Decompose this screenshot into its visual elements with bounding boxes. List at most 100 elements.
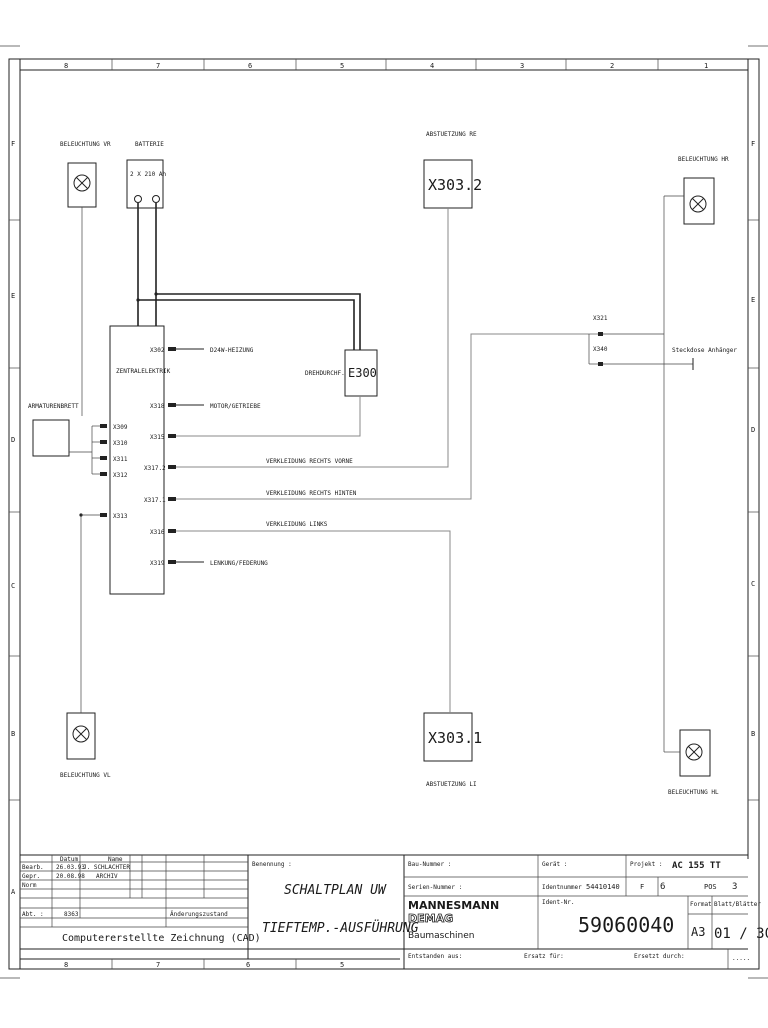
tb-col-datum: Datum xyxy=(60,856,78,863)
circuit-steering: LENKUNG/FEDERUNG xyxy=(210,560,268,567)
battery-label: BATTERIE xyxy=(135,141,164,148)
connector-x321: X321 xyxy=(593,315,608,322)
row-label-d-right: D xyxy=(751,426,755,434)
tb-row-norm: Norm xyxy=(22,882,37,889)
company-name-2: DEMAG xyxy=(408,912,453,925)
connector-x316: X316 xyxy=(150,529,165,536)
col-label-8: 8 xyxy=(64,62,68,70)
col-label-7: 7 xyxy=(156,62,160,70)
tb-projekt-label: Projekt : xyxy=(630,861,663,868)
col-label-bottom-8: 8 xyxy=(64,961,68,969)
tb-sheet-label: Blatt/Blätter xyxy=(714,901,761,908)
support-li-id: X303.1 xyxy=(428,729,482,747)
company-name-1: MANNESMANN xyxy=(408,899,499,912)
connector-x317-2: X317.2 xyxy=(144,465,166,472)
tb-pos-label: POS xyxy=(704,883,717,891)
registration-marks xyxy=(0,45,768,979)
tb-title-line2: TIEFTEMP.-AUSFÜHRUNG xyxy=(262,919,419,936)
tb-bearb-date: 26.03.93 xyxy=(56,864,85,871)
support-right: ABSTUETZUNG RE X303.2 xyxy=(423,131,482,209)
col-label-5: 5 xyxy=(340,62,344,70)
connector-x310: X310 xyxy=(113,440,128,447)
e300-id: E300 xyxy=(348,366,377,380)
col-label-2: 2 xyxy=(610,62,614,70)
battery-terminal-minus xyxy=(134,195,142,203)
tb-row-gepr: Gepr. xyxy=(22,873,40,880)
central-electrics: ZENTRALELEKTRIK xyxy=(109,325,171,595)
battery-terminal-plus xyxy=(152,195,160,203)
tb-geraet-label: Gerät : xyxy=(542,861,567,868)
tb-change-label: Änderungszustand xyxy=(170,911,228,918)
lamp-vr-label: BELEUCHTUNG VR xyxy=(60,141,111,148)
col-label-bottom-5: 5 xyxy=(340,961,344,969)
tb-benennung-label: Benennung : xyxy=(252,861,292,868)
col-label-6: 6 xyxy=(248,62,252,70)
connector-x319: X319 xyxy=(150,560,165,567)
circuit-heating: D24W-HEIZUNG xyxy=(210,347,254,354)
tb-bearb-name: J. SCHLACHTER xyxy=(83,864,130,871)
col-label-bottom-6: 6 xyxy=(246,961,250,969)
lamp-hr-icon xyxy=(689,195,707,213)
tb-title-line1: SCHALTPLAN UW xyxy=(284,883,387,898)
tb-row-abt: Abt. : xyxy=(22,911,44,918)
tb-ident-value: 54410140 xyxy=(586,883,620,891)
row-label-d-left: D xyxy=(11,436,15,444)
lamp-hr-label: BELEUCHTUNG HR xyxy=(678,156,729,163)
tb-format-label: Format xyxy=(690,901,712,908)
tb-col-name: Name xyxy=(108,856,123,863)
lamp-vl-label: BELEUCHTUNG VL xyxy=(60,772,111,779)
tb-abt-value: 8363 xyxy=(64,911,79,918)
lamp-vl-icon xyxy=(72,725,90,743)
dashboard-label: ARMATURENBRETT xyxy=(28,403,79,410)
tb-projekt-value: AC 155 TT xyxy=(672,861,721,871)
col-label-bottom-7: 7 xyxy=(156,961,160,969)
tb-f-value: 6 xyxy=(660,882,665,892)
circuit-motor: MOTOR/GETRIEBE xyxy=(210,403,261,410)
column-ticks xyxy=(111,59,659,70)
col-label-3: 3 xyxy=(520,62,524,70)
row-label-b-right: B xyxy=(751,730,755,738)
tb-serien-label: Serien-Nummer : xyxy=(408,884,462,891)
connector-x317-1: X317.1 xyxy=(144,497,166,504)
row-label-a-left: A xyxy=(11,888,16,896)
tb-ident-label: Identnummer xyxy=(542,884,582,891)
battery: BATTERIE 2 X 210 Ah xyxy=(126,141,167,209)
circuit-front-right: VERKLEIDUNG RECHTS VORNE xyxy=(266,458,353,465)
tb-cad-note: Computererstellte Zeichnung (CAD) xyxy=(62,933,261,944)
company-name-3: Baumaschinen xyxy=(408,931,474,941)
lamp-hl: BELEUCHTUNG HL xyxy=(668,729,719,796)
row-label-c-left: C xyxy=(11,582,15,590)
rotary-feedthrough: DREHDURCHF. E300 xyxy=(305,349,378,397)
lamp-vr-icon xyxy=(73,174,91,192)
tb-replace-for: Ersatz für: xyxy=(524,953,564,960)
connector-x315: X315 xyxy=(150,434,165,441)
tb-format-value: A3 xyxy=(691,925,705,939)
support-re-label: ABSTUETZUNG RE xyxy=(426,131,477,138)
circuit-rear-right: VERKLEIDUNG RECHTS HINTEN xyxy=(266,490,357,497)
tb-bau-label: Bau-Nummer : xyxy=(408,861,451,868)
tb-row-bearb: Bearb. xyxy=(22,864,44,871)
connector-x318: X318 xyxy=(150,403,165,410)
tb-gepr-date: 20.08.98 xyxy=(56,873,85,880)
tb-dots: ..... xyxy=(732,955,750,962)
lamp-hl-label: BELEUCHTUNG HL xyxy=(668,789,719,796)
support-left: X303.1 ABSTUETZUNG LI xyxy=(423,712,482,788)
lamp-hr: BELEUCHTUNG HR xyxy=(678,156,729,225)
row-label-e-right: E xyxy=(751,296,755,304)
connector-x312: X312 xyxy=(113,472,128,479)
tb-pos-value: 3 xyxy=(732,882,737,892)
battery-value: 2 X 210 Ah xyxy=(130,171,167,178)
tb-origin-label: Entstanden aus: xyxy=(408,953,462,960)
title-block xyxy=(20,854,748,969)
support-re-id: X303.2 xyxy=(428,176,482,194)
circuit-left: VERKLEIDUNG LINKS xyxy=(266,521,328,528)
connector-plugs xyxy=(100,332,694,564)
tb-ident-nr-label: Ident-Nr. xyxy=(542,899,575,906)
tb-gepr-name: ARCHIV xyxy=(96,873,118,880)
connector-x302: X302 xyxy=(150,347,165,354)
tb-ident-nr-value: 59060040 xyxy=(578,913,674,937)
tb-sheet-value: 01 / 30 xyxy=(714,926,768,942)
dashboard: ARMATURENBRETT xyxy=(28,403,79,457)
